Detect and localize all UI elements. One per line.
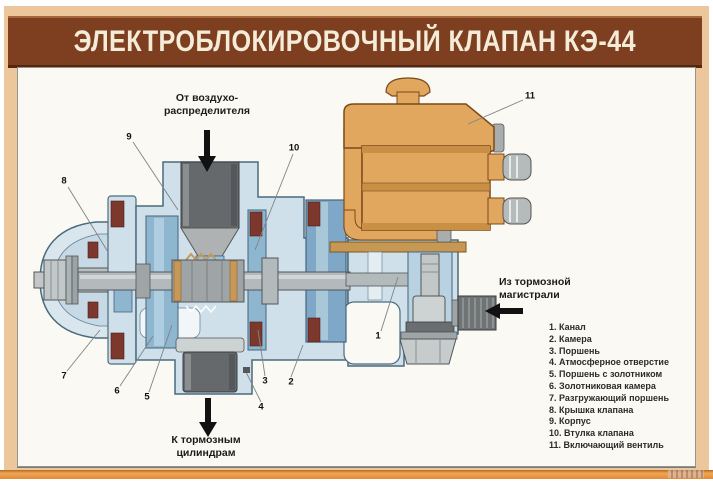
callout-number-11: 11 <box>524 90 536 102</box>
callout-number-2: 2 <box>288 376 294 388</box>
watermark-mark <box>668 470 704 478</box>
legend-item: 10. Втулка клапана <box>549 428 634 439</box>
label-from-brake-line: Из тормозной магистрали <box>499 276 571 301</box>
label-to-brake-cylinders: К тормозным цилиндрам <box>171 434 241 459</box>
legend-item: 2. Камера <box>549 333 592 344</box>
callout-number-10: 10 <box>288 142 300 154</box>
callout-number-8: 8 <box>61 175 67 187</box>
legend-item: 7. Разгружающий поршень <box>549 392 669 403</box>
bottom-stripe <box>0 470 713 479</box>
legend-item: 8. Крышка клапана <box>549 404 634 415</box>
legend-item: 4. Атмосферное отверстие <box>549 357 669 368</box>
callout-number-3: 3 <box>262 375 268 387</box>
callout-number-7: 7 <box>61 370 67 382</box>
callout-number-5: 5 <box>144 391 150 403</box>
legend-item: 3. Поршень <box>549 345 600 356</box>
callout-number-4: 4 <box>258 401 264 413</box>
callout-number-6: 6 <box>114 385 120 397</box>
legend-item: 5. Поршень с золотником <box>549 369 663 380</box>
callout-number-9: 9 <box>126 131 132 143</box>
legend-item: 9. Корпус <box>549 416 591 427</box>
callout-number-1: 1 <box>375 330 381 342</box>
legend-item: 6. Золотниковая камера <box>549 380 656 391</box>
legend-item: 11. Включающий вентиль <box>549 439 664 450</box>
title-banner: ЭЛЕКТРОБЛОКИРОВОЧНЫЙ КЛАПАН КЭ-44 <box>8 16 702 68</box>
legend-item: 1. Канал <box>549 322 586 332</box>
poster-title: ЭЛЕКТРОБЛОКИРОВОЧНЫЙ КЛАПАН КЭ-44 <box>73 24 637 58</box>
label-from-air-distributor: От воздухо- распределителя <box>163 92 251 117</box>
